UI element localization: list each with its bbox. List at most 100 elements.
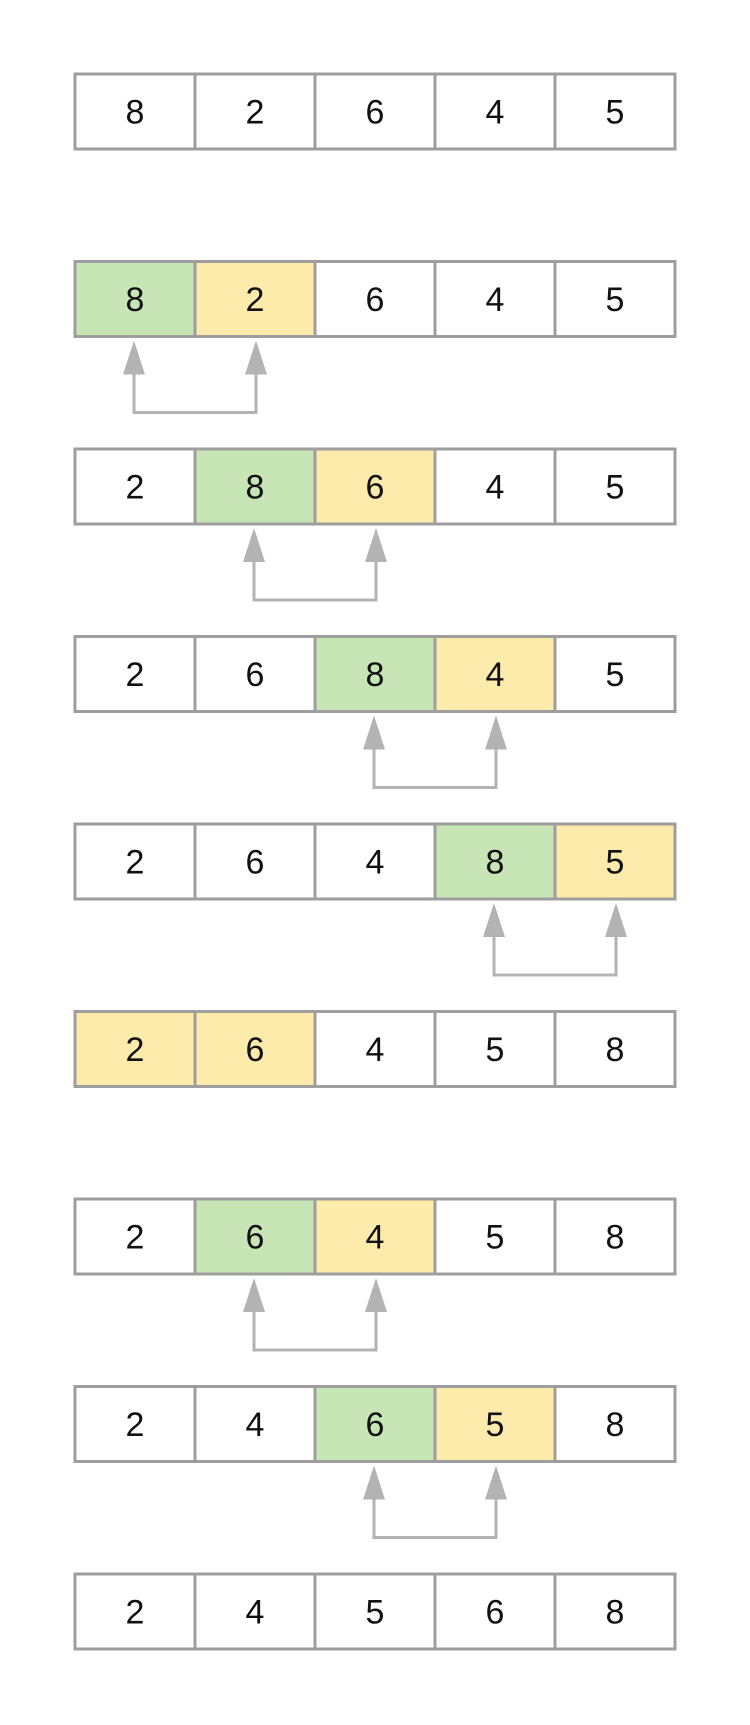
array-cell: 6 [193,1197,317,1276]
cell-box [553,447,677,526]
cell-value: 4 [246,1406,265,1444]
cell-value: 8 [606,1219,625,1257]
array-cell: 5 [553,822,677,901]
array-cell: 2 [193,260,317,338]
array-cell: 4 [433,635,557,713]
cell-box [433,1010,557,1088]
array-cell: 8 [73,72,197,151]
swap-connector-line [252,560,378,602]
arrow-head-icon [365,528,387,562]
arrow-head-icon [243,528,265,562]
array-cell: 2 [193,72,317,151]
swap-connector-line [372,1497,498,1539]
cell-value: 8 [606,1594,625,1632]
cell-value: 5 [606,469,625,507]
cell-box [73,635,197,713]
swap-arrow [483,903,627,977]
swap-connector-line [492,935,618,977]
cell-value: 6 [246,844,265,882]
cell-value: 6 [366,469,385,507]
cell-value: 2 [126,844,145,882]
array-cell: 4 [193,1385,317,1463]
array-cell: 2 [73,447,197,526]
cell-value: 6 [246,656,265,694]
array-row-9: 2 4 5 6 8 [73,1572,677,1651]
cell-value: 4 [246,1594,265,1632]
array-cell: 6 [193,822,317,901]
array-row-8: 2 4 6 5 8 [73,1385,677,1539]
array-cell: 5 [553,260,677,338]
cell-value: 4 [366,1031,385,1069]
cell-box [433,260,557,338]
cell-box [193,72,317,151]
array-cell: 8 [553,1197,677,1276]
cell-value: 8 [366,656,385,694]
array-cell: 5 [433,1197,557,1276]
array-cell: 8 [553,1572,677,1651]
cell-value: 5 [486,1031,505,1069]
cell-box [553,1197,677,1276]
array-cell: 5 [313,1572,437,1651]
cell-value: 2 [126,1406,145,1444]
cell-box [313,1010,437,1088]
arrow-head-icon [363,715,385,750]
array-cell: 4 [313,1197,437,1276]
array-cell: 4 [433,447,557,526]
cell-box [313,260,437,338]
cell-box [193,1572,317,1651]
cell-value: 6 [366,281,385,319]
cell-value: 4 [366,844,385,882]
cell-value: 2 [246,94,265,132]
cell-box [313,72,437,151]
array-cell: 8 [553,1385,677,1463]
cell-value: 4 [486,469,505,507]
array-cell: 8 [313,635,437,713]
cell-box [553,1572,677,1651]
cell-value: 5 [606,281,625,319]
cell-box [553,1010,677,1088]
cell-box [313,447,437,526]
cell-box [433,635,557,713]
cell-box [313,1385,437,1463]
cell-value: 8 [606,1406,625,1444]
swap-arrow [123,340,267,414]
cell-box [193,1010,317,1088]
cell-box [433,1197,557,1276]
cell-value: 4 [486,94,505,132]
arrow-head-icon [483,903,505,937]
arrow-head-icon [363,1465,385,1500]
cell-value: 8 [486,844,505,882]
cell-box [193,260,317,338]
swap-arrow [363,1465,507,1539]
cell-box [193,822,317,901]
swap-connector-line [132,372,258,414]
array-cell: 5 [553,72,677,151]
array-cell: 6 [313,447,437,526]
array-cell: 2 [73,1572,197,1651]
array-cell: 6 [193,635,317,713]
cell-box [553,260,677,338]
swap-connector-line [252,1310,378,1352]
cell-box [73,822,197,901]
arrow-head-icon [605,903,627,937]
array-cell: 4 [433,260,557,338]
cell-value: 4 [486,656,505,694]
cell-value: 5 [606,94,625,132]
cell-value: 6 [486,1594,505,1632]
array-cell: 8 [553,1010,677,1088]
swap-arrow [243,1278,387,1352]
cell-box [73,1197,197,1276]
arrow-head-icon [245,340,267,375]
cell-value: 6 [366,94,385,132]
cell-value: 6 [366,1406,385,1444]
array-cell: 4 [193,1572,317,1651]
array-cell: 8 [433,822,557,901]
array-cell: 2 [73,1197,197,1276]
cell-value: 5 [606,844,625,882]
array-cell: 4 [313,1010,437,1088]
cell-value: 5 [486,1406,505,1444]
